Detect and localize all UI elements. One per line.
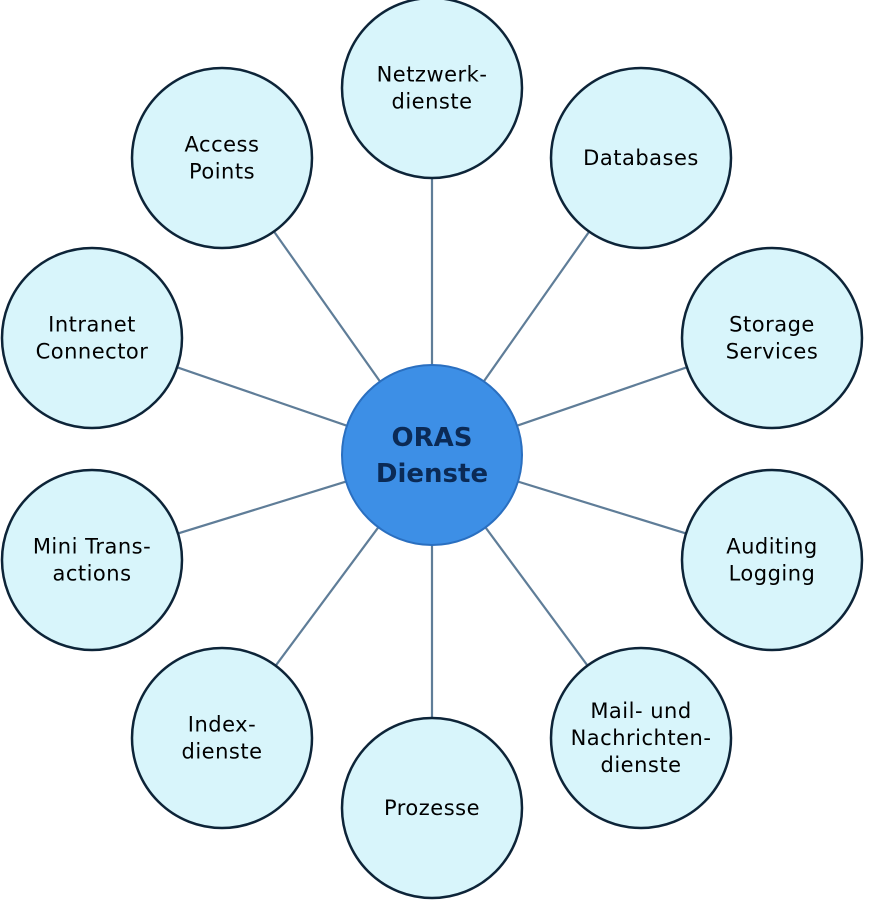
satellite-label-line: Databases: [583, 146, 699, 170]
center-node: ORAS Dienste: [341, 364, 523, 546]
satellite-label-line: Access: [185, 133, 260, 157]
satellite-label-line: Connector: [36, 340, 149, 364]
satellite-node-indexdienste: Index-dienste: [130, 646, 314, 830]
center-label-line: Dienste: [376, 459, 488, 489]
satellite-label-line: Prozesse: [384, 796, 480, 820]
satellite-circle: [340, 716, 524, 900]
satellite-circle: [680, 468, 864, 652]
center-circle: [341, 364, 523, 546]
satellite-label-line: Mini Trans-: [33, 535, 151, 559]
satellite-label-line: Logging: [729, 562, 816, 586]
satellite-label-line: Mail- und: [590, 699, 691, 723]
satellite-circle: [130, 646, 314, 830]
satellite-label-line: dienste: [601, 753, 682, 777]
satellite-label-line: dienste: [392, 90, 473, 114]
satellite-node-prozesse: Prozesse: [340, 716, 524, 900]
satellite-circle: [549, 66, 733, 250]
satellite-label-line: Storage: [729, 313, 815, 337]
satellite-circle: [340, 0, 524, 180]
satellite-node-netzwerkdienste: Netzwerk-dienste: [340, 0, 524, 180]
satellite-node-databases: Databases: [549, 66, 733, 250]
satellite-label-line: Auditing: [726, 535, 818, 559]
satellite-circle: [0, 246, 184, 430]
satellite-label-line: Intranet: [48, 313, 136, 337]
satellite-label-line: Services: [726, 340, 819, 364]
satellite-label-line: Index-: [188, 713, 256, 737]
satellite-node-mini-transactions: Mini Trans-actions: [0, 468, 184, 652]
satellite-label-line: Netzwerk-: [377, 63, 488, 87]
satellite-label-line: actions: [52, 562, 131, 586]
satellite-label-line: dienste: [182, 740, 263, 764]
satellite-circle: [680, 246, 864, 430]
satellite-label-line: Nachrichten-: [571, 726, 712, 750]
satellite-circle: [130, 66, 314, 250]
center-label-line: ORAS: [392, 423, 473, 453]
satellite-circle: [0, 468, 184, 652]
satellite-circle: [549, 646, 733, 830]
satellite-label-line: Points: [189, 160, 255, 184]
